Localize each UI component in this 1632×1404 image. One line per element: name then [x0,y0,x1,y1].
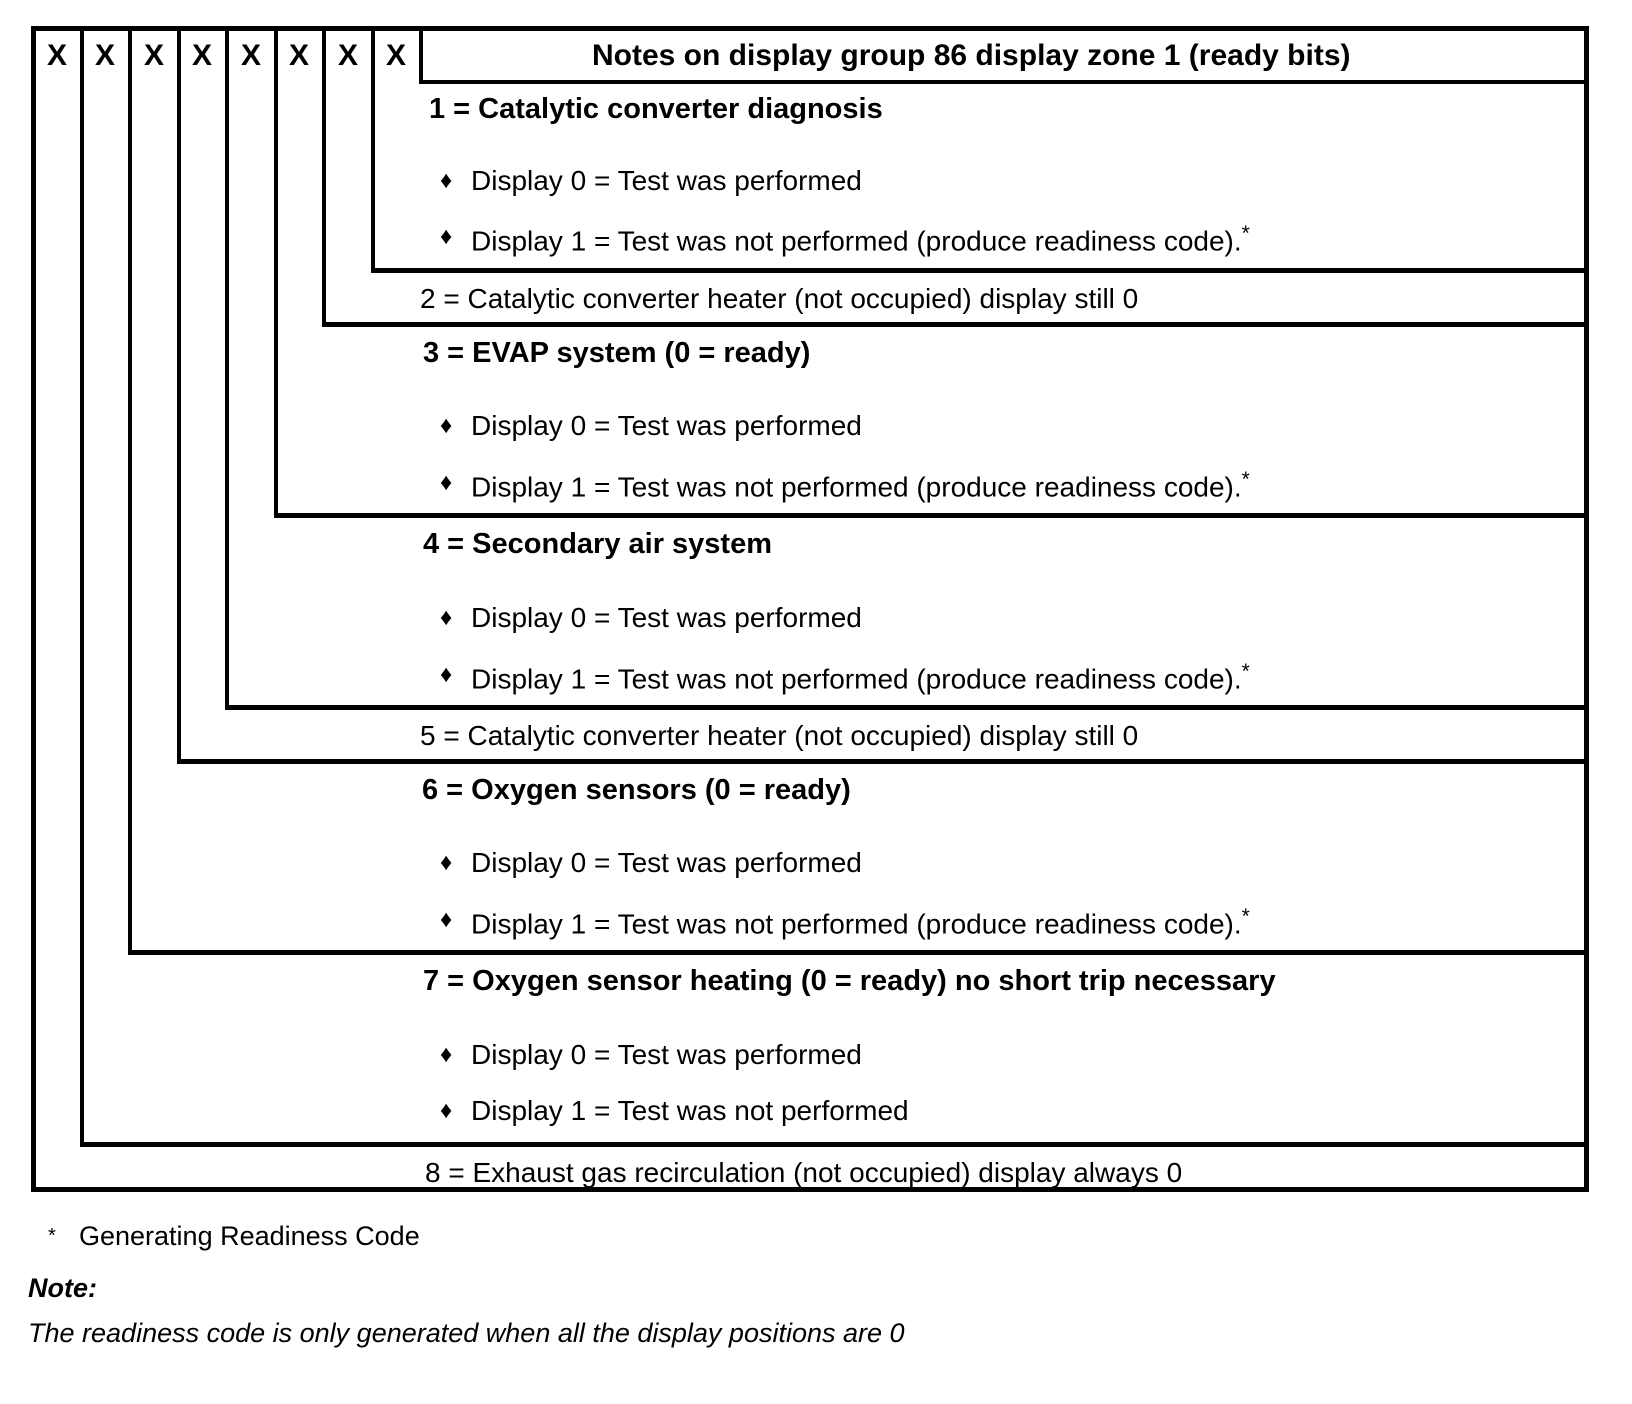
note-label: Note: [28,1273,97,1303]
xcell-divider-4 [225,26,229,84]
bit-cell-2: X [95,39,116,72]
item-4-bullet-0-text: Display 0 = Test was performed [471,602,862,633]
xcell-divider-2 [128,26,132,84]
level-4-bottom [225,705,1589,710]
level-3-bottom [274,513,1589,518]
level-6-bottom [128,950,1589,955]
item-1-label: 1 = Catalytic converter diagnosis [429,93,883,125]
item-6-bullet-0-text: Display 0 = Test was performed [471,847,862,878]
item-1-bullet-1-star: * [1241,222,1250,245]
page-title: Notes on display group 86 display zone 1… [592,39,1351,72]
level-2-left [322,84,326,326]
item-1-bullet-1-main: Display 1 = Test was not performed (prod… [471,225,1242,257]
item-4-bullet-1-star: * [1241,660,1250,683]
item-3-bullet-1-diamond-icon: ♦ [440,469,453,496]
item-6-bullet-1-text: Display 1 = Test was not performed (prod… [471,906,1250,938]
header-box-left [419,26,423,84]
item-7-label: 7 = Oxygen sensor heating (0 = ready) no… [423,965,1276,997]
level-5-bottom [177,759,1589,764]
item-7-bullet-0-diamond-icon: ♦ [440,1041,453,1068]
outer-frame-bottom [31,1187,1589,1192]
item-3-label: 3 = EVAP system (0 = ready) [423,337,811,369]
level-3-left [274,84,278,517]
item-3-bullet-1-text: Display 1 = Test was not performed (prod… [471,469,1250,501]
xcell-divider-5 [274,26,278,84]
bit-cell-7: X [338,39,359,72]
xcell-divider-7 [371,26,375,84]
level-5-left [177,84,181,763]
outer-frame-left [31,26,36,1192]
level-2-bottom [322,322,1589,327]
item-1-bullet-0-diamond-icon: ♦ [440,167,453,194]
item-3-bullet-1-star: * [1241,468,1250,491]
item-5-label: 5 = Catalytic converter heater (not occu… [420,720,1139,751]
item-4-bullet-1-diamond-icon: ♦ [440,661,453,688]
outer-frame-right [1584,26,1589,1192]
header-box-bottom [419,80,1589,84]
item-6-bullet-0-diamond-icon: ♦ [440,849,453,876]
bit-cell-3: X [144,39,165,72]
item-1-bullet-1-diamond-icon: ♦ [440,223,453,250]
xcell-divider-1 [80,26,84,84]
item-4-bullet-1-text: Display 1 = Test was not performed (prod… [471,661,1250,693]
item-6-bullet-1-star: * [1241,905,1250,928]
footnote-star-symbol: * [48,1225,56,1247]
item-1-bullet-0-text: Display 0 = Test was performed [471,165,862,196]
note-text: The readiness code is only generated whe… [28,1318,905,1348]
item-2-label: 2 = Catalytic converter heater (not occu… [420,283,1139,314]
footnote-star-text: Generating Readiness Code [79,1221,420,1251]
item-4-bullet-0-diamond-icon: ♦ [440,604,453,631]
item-3-bullet-1-main: Display 1 = Test was not performed (prod… [471,471,1242,503]
item-7-bullet-0-text: Display 0 = Test was performed [471,1039,862,1070]
item-1-bullet-1-text: Display 1 = Test was not performed (prod… [471,223,1250,255]
level-1-left [371,84,375,272]
xcell-divider-6 [322,26,326,84]
bit-cell-6: X [289,39,310,72]
item-6-bullet-1-main: Display 1 = Test was not performed (prod… [471,908,1242,940]
item-3-bullet-0-diamond-icon: ♦ [440,412,453,439]
level-7-left [80,84,84,1146]
xcell-divider-3 [177,26,181,84]
item-6-bullet-1-diamond-icon: ♦ [440,906,453,933]
item-7-bullet-1-text: Display 1 = Test was not performed [471,1095,909,1126]
level-4-left [225,84,229,709]
item-6-label: 6 = Oxygen sensors (0 = ready) [422,774,851,806]
bit-cell-1: X [47,39,68,72]
item-7-bullet-1-diamond-icon: ♦ [440,1097,453,1124]
item-4-bullet-1-main: Display 1 = Test was not performed (prod… [471,663,1242,695]
bit-cell-4: X [192,39,213,72]
item-4-label: 4 = Secondary air system [423,528,773,560]
outer-frame-top [31,26,1589,31]
level-7-bottom [80,1142,1589,1147]
bit-cell-8: X [386,39,407,72]
level-6-left [128,84,132,954]
item-8-label: 8 = Exhaust gas recirculation (not occup… [425,1157,1183,1188]
item-3-bullet-0-text: Display 0 = Test was performed [471,410,862,441]
bit-cell-5: X [241,39,262,72]
level-1-bottom [371,268,1589,273]
